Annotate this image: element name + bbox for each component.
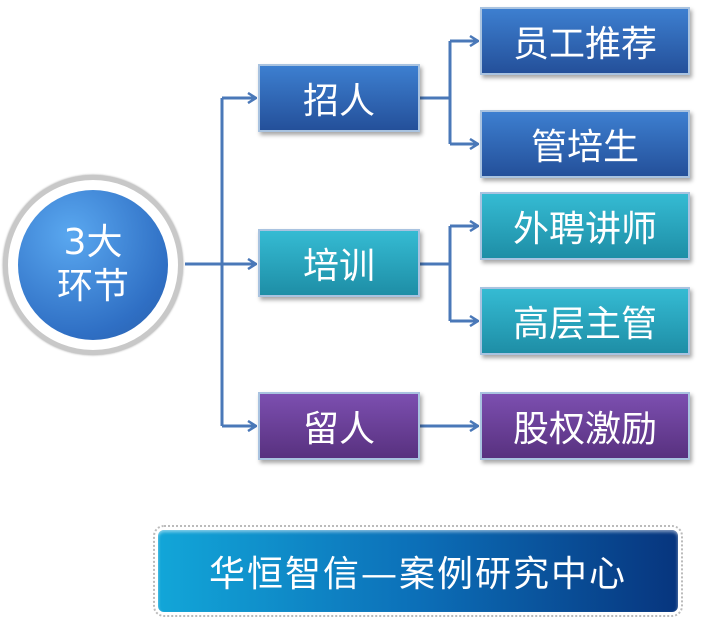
leaf-equity-incentive: 股权激励	[480, 392, 690, 460]
leaf-management-trainee: 管培生	[480, 110, 690, 178]
leaf-external-lecturer: 外聘讲师	[480, 192, 690, 260]
center-line1: 3大	[63, 222, 123, 263]
branch-training: 培训	[258, 229, 420, 297]
branch-recruit: 招人	[258, 64, 420, 132]
branch-retention: 留人	[258, 392, 420, 460]
center-line2: 环节	[56, 266, 129, 307]
center-node: 3大 环节	[18, 190, 168, 340]
leaf-senior-manager: 高层主管	[480, 287, 690, 355]
footer-banner: 华恒智信—案例研究中心	[153, 525, 683, 617]
leaf-employee-referral: 员工推荐	[480, 7, 690, 75]
